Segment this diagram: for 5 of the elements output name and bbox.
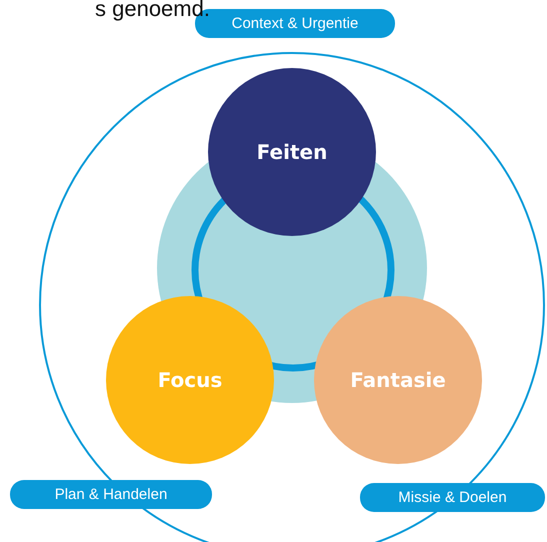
plan-pill: Plan & Handelen [10,480,212,509]
fantasy-circle: Fantasie [314,296,482,464]
facts-circle: Feiten [208,68,376,236]
focus-circle: Focus [106,296,274,464]
mission-pill: Missie & Doelen [360,483,545,512]
